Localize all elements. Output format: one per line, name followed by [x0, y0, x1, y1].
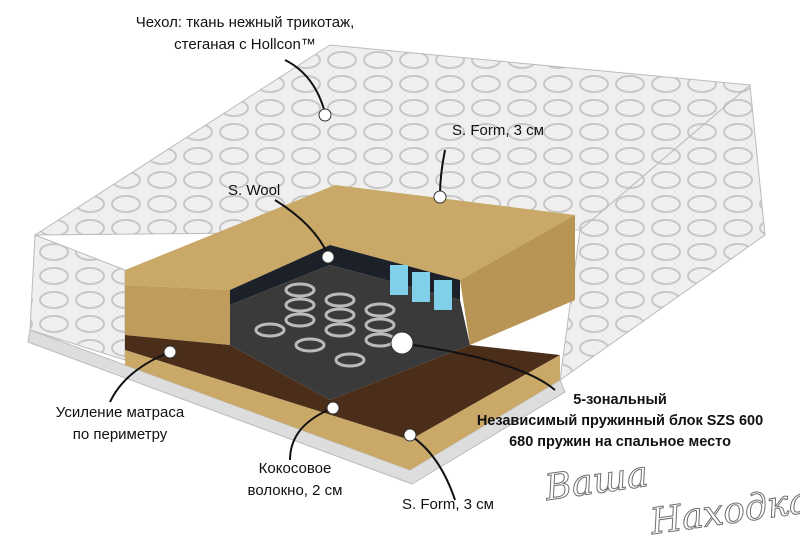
cover-label-line2: стеганая с Hollcon™: [174, 36, 316, 53]
perimeter-label: Усиление матраса по периметру: [45, 402, 195, 446]
perimeter-label-line1: Усиление матраса: [55, 404, 185, 421]
coconut-label-line2: волокно, 2 см: [247, 482, 343, 499]
foam-side: [125, 285, 230, 345]
spring-block-label: 5-зональный Независимый пружинный блок S…: [455, 390, 785, 453]
cover-label: Чехол: ткань нежный трикотаж, стеганая с…: [120, 12, 370, 56]
blue-springs: [390, 265, 452, 310]
sform-bottom-label: S. Form, 3 см: [402, 496, 494, 513]
coconut-label-line1: Кокосовое: [258, 460, 332, 477]
springs: [254, 282, 396, 368]
spring-label-line3: 680 пружин на спальное место: [509, 434, 731, 450]
sform-top-label: S. Form, 3 см: [452, 122, 544, 139]
callout-dots: [163, 108, 447, 442]
spring-label-line1: 5-зональный: [573, 392, 667, 408]
swool-label: S. Wool: [228, 182, 281, 199]
spring-block: [230, 265, 470, 400]
perimeter-label-line2: по периметру: [72, 426, 168, 443]
foam-right-block: [460, 215, 575, 345]
foam-layer-top: [125, 185, 575, 290]
leader-lines: [109, 59, 556, 501]
cover-label-line1: Чехол: ткань нежный трикотаж,: [135, 14, 355, 31]
foam-layer-bottom: [125, 350, 560, 470]
coconut-label: Кокосовое волокно, 2 см: [235, 458, 355, 502]
coconut-layer: [125, 335, 560, 440]
spring-label-line2: Независимый пружинный блок SZS 600: [476, 413, 764, 429]
